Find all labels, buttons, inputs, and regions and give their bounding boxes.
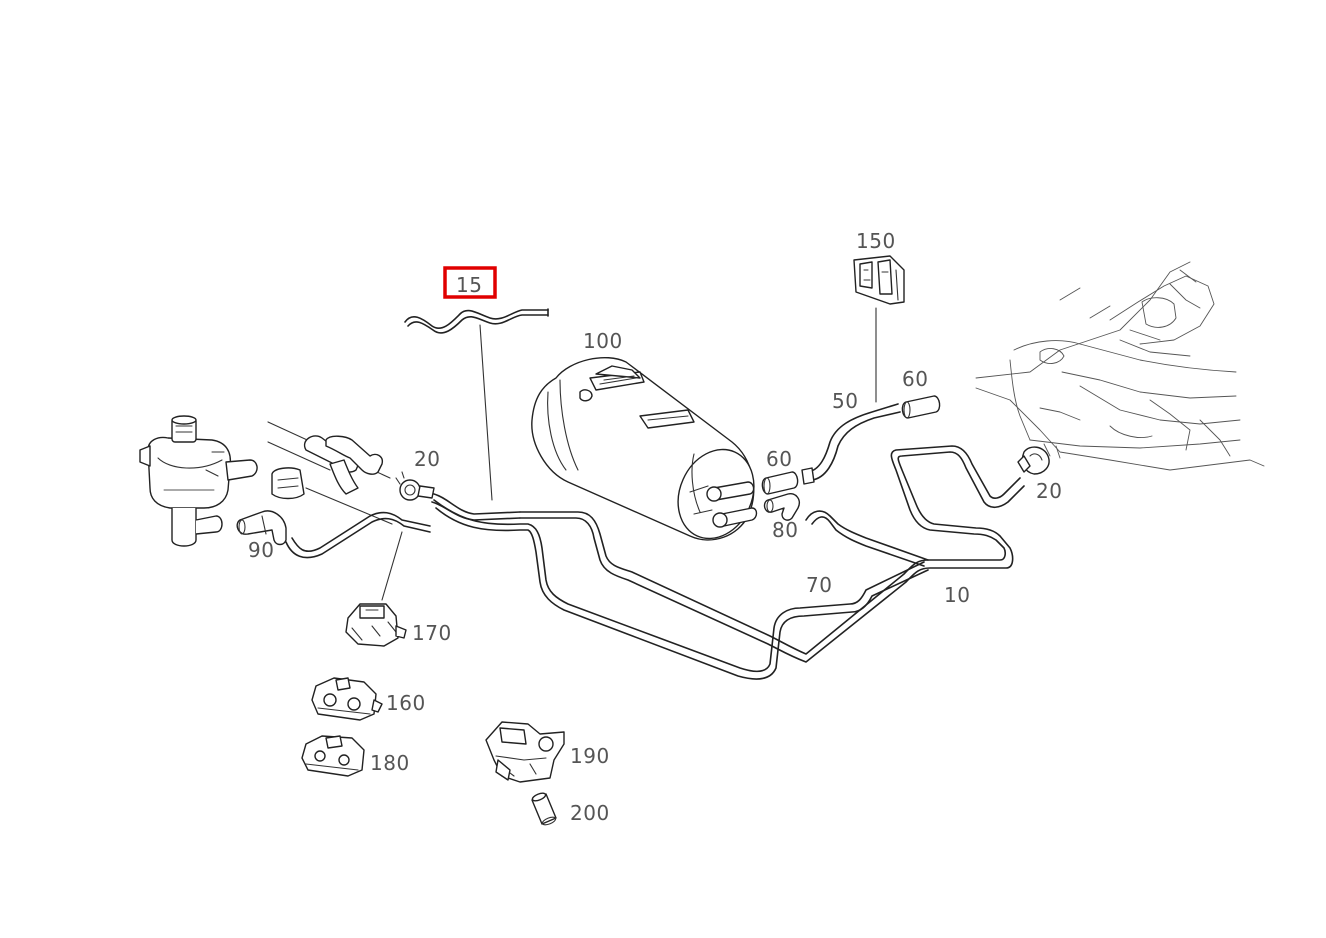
label-90[interactable]: 90 (248, 538, 274, 562)
label-100[interactable]: 100 (583, 329, 623, 353)
clip-170[interactable] (345, 603, 407, 647)
hose-50[interactable] (801, 403, 901, 485)
label-15[interactable]: 15 (456, 273, 482, 297)
fuel-tank (975, 261, 1265, 471)
label-70[interactable]: 70 (806, 573, 832, 597)
label-180[interactable]: 180 (370, 751, 410, 775)
pipe-lines (285, 445, 1025, 680)
label-150[interactable]: 150 (856, 229, 896, 253)
clip-160[interactable] (311, 677, 383, 721)
clip-180[interactable] (301, 735, 365, 777)
label-10[interactable]: 10 (944, 583, 970, 607)
label-50[interactable]: 50 (832, 389, 858, 413)
charcoal-canister[interactable] (531, 356, 768, 551)
label-200[interactable]: 200 (570, 801, 610, 825)
part-labels: 15 100 150 50 60 60 20 20 80 90 70 10 17… (248, 229, 1062, 825)
label-190[interactable]: 190 (570, 744, 610, 768)
label-20-left[interactable]: 20 (414, 447, 440, 471)
label-170[interactable]: 170 (412, 621, 452, 645)
clamp-20-right[interactable] (1017, 446, 1050, 475)
label-60-middle[interactable]: 60 (766, 447, 792, 471)
hose-15[interactable] (404, 308, 549, 501)
purge-valve[interactable] (139, 415, 258, 547)
label-60-upper[interactable]: 60 (902, 367, 928, 391)
highlight-box-15 (443, 266, 497, 299)
clamp-20-left[interactable] (395, 471, 435, 501)
engine-hoses (267, 421, 393, 525)
elbow-80[interactable] (763, 493, 800, 521)
hose-60-middle[interactable] (761, 471, 799, 495)
clip-150[interactable] (853, 255, 905, 305)
label-160[interactable]: 160 (386, 691, 426, 715)
clip-190[interactable] (485, 721, 565, 783)
hose-60-upper[interactable] (901, 395, 941, 419)
sleeve-200[interactable] (531, 792, 557, 827)
elbow-90[interactable] (236, 510, 287, 546)
label-80[interactable]: 80 (772, 518, 798, 542)
label-20-right[interactable]: 20 (1036, 479, 1062, 503)
